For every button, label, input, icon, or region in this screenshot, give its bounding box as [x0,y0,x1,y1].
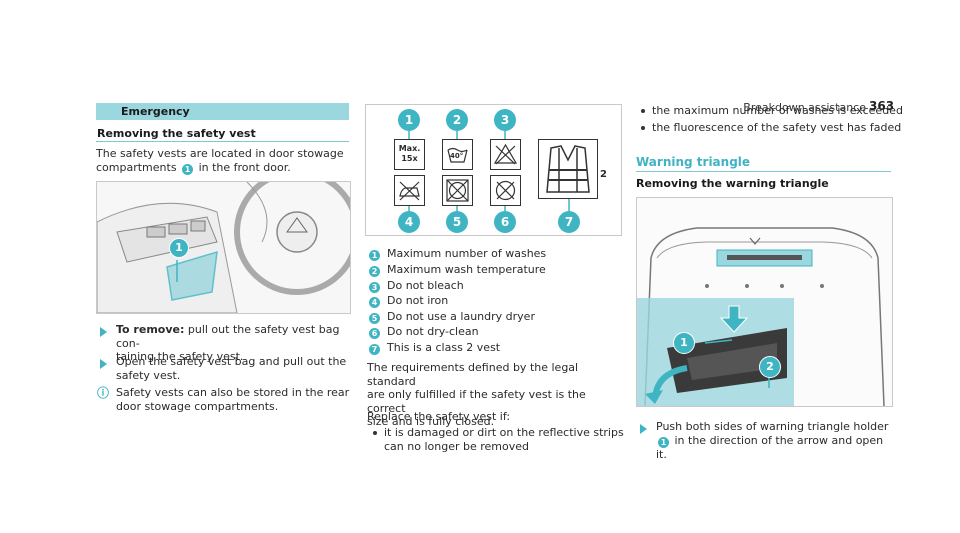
step-open-line-2: safety vest. [116,368,181,382]
note-line-1: Safety vests can also be stored in the r… [116,386,350,399]
class-2-vest-icon [538,139,598,199]
bullet-dot [373,431,377,435]
step-push-holder: Push both sides of warning triangle hold… [656,420,896,461]
step-remove: To remove: pull out the safety vest bag … [116,323,356,364]
replace-bullet-1: it is damaged or dirt on the reflective … [384,426,629,453]
legend-item: 5 Do not use a laundry dryer [367,310,535,324]
arrow-bullet-icon [100,327,107,337]
divider [96,141,349,142]
vest-icon [546,145,590,193]
care-callout: 3 [494,109,516,131]
step-line-2: 1 in the direction of the arrow and open… [656,434,896,462]
number-badge-icon: 6 [369,328,380,339]
intro-text: in the front door. [198,160,291,174]
care-callout: 1 [398,109,420,131]
arrow-bullet-icon [640,424,647,434]
number-badge-icon: 5 [369,313,380,324]
req-line: The requirements defined by the legal st… [367,361,579,388]
note-line-2: door stowage compartments. [116,399,279,413]
bullet-line: it is damaged or dirt on the reflective … [384,426,624,439]
no-dry-clean-icon [490,175,521,206]
legend-text: Do not dry-clean [387,325,479,338]
image-callout-1: 1 [169,238,189,258]
step-remove-line-1: To remove: pull out the safety vest bag … [116,323,356,350]
max-washes-icon: Max. 15x [394,139,425,170]
step-open-bag: Open the safety vest bag and pull out th… [116,355,356,382]
care-callout: 4 [398,211,420,233]
vest-class-number: 2 [600,169,607,180]
intro-line-1: The safety vests are located in door sto… [96,147,344,160]
door-stowage-illustration: 1 [96,181,351,314]
step-bold: To remove: [116,323,185,336]
trunk-illustration: 1 2 [636,197,893,407]
care-symbols-illustration: 1 2 3 Max. 15x 40° [365,104,622,236]
bullet-dot [641,126,645,130]
number-badge-icon: 1 [182,163,194,175]
intro-paragraph: The safety vests are located in door sto… [96,147,356,175]
step-text: pull out the safety vest bag con- [116,323,340,350]
legend-item: 2 Maximum wash temperature [367,263,546,277]
legend-item: 4 Do not iron [367,294,448,308]
legend-item: 6 Do not dry-clean [367,325,479,339]
subheading-removing-triangle: Removing the warning triangle [636,177,829,190]
trunk-callout-1: 1 [673,332,695,354]
max-count: 15x [401,154,418,163]
number-badge-icon: 1 [369,250,380,261]
wash-tub-icon [447,147,468,163]
replace-bullet-3: the fluorescence of the safety vest has … [652,121,902,134]
requirements-paragraph: The requirements defined by the legal st… [367,361,627,429]
number-badge-icon: 2 [369,266,380,277]
max-text: Max. [398,144,421,153]
trunk-illustration-svg [637,198,892,406]
legend-text: This is a class 2 vest [387,341,501,354]
care-callout: 6 [494,211,516,233]
subheading-removing-vest: Removing the safety vest [97,127,256,140]
legend-text: Do not bleach [387,279,464,292]
legend-item: 7 This is a class 2 vest [367,341,500,355]
step-line-1: Push both sides of warning triangle hold… [656,420,889,433]
running-header-title: Breakdown assistance [743,101,866,114]
note-paragraph: Safety vests can also be stored in the r… [116,386,356,413]
legend-text: Maximum wash temperature [387,263,546,276]
intro-text: compartments [96,160,177,174]
wash-temp-text: 40° [450,152,464,160]
section-heading-warning-triangle: Warning triangle [636,155,751,169]
number-badge-icon: 7 [369,344,380,355]
care-callout: 5 [446,211,468,233]
door-illustration-svg [97,182,350,313]
step-open-line-1: Open the safety vest bag and pull out th… [116,355,347,368]
legend-item: 1 Maximum number of washes [367,247,546,261]
legend-text: Maximum number of washes [387,247,547,260]
care-callout: 7 [558,211,580,233]
arrow-bullet-icon [100,359,107,369]
req-line: are only fulfilled if the safety vest is… [367,388,586,415]
legend-item: 3 Do not bleach [367,279,464,293]
number-badge-icon: 4 [369,297,380,308]
trunk-callout-2: 2 [759,356,781,378]
no-bleach-icon [490,139,521,170]
section-title: Emergency [121,105,190,118]
section-bar-emergency: Emergency [96,103,349,120]
replace-bullet-2: the maximum number of washes is exceeded [652,104,903,117]
wash-temperature-icon: 40° [442,139,473,170]
step-remove-line-2: taining the safety vest. [116,350,244,363]
req-line: size and is fully closed. [367,415,495,428]
legend-text: Do not iron [387,294,449,307]
info-note-icon: ⓘ [97,386,110,400]
no-iron-icon [394,175,425,206]
number-badge-icon: 3 [369,282,380,293]
bullet-line: can no longer be removed [384,439,529,453]
step-text: in the direction of the arrow and open i… [656,433,884,461]
divider [636,171,891,172]
number-badge-icon: 1 [658,436,669,448]
bullet-dot [641,109,645,113]
replace-heading: Replace the safety vest if: [367,410,511,423]
intro-line-2: compartments 1 in the front door. [96,161,356,175]
care-callout: 2 [446,109,468,131]
no-tumble-dry-icon [442,175,473,206]
legend-text: Do not use a laundry dryer [387,310,535,323]
page-number: 363 [869,99,895,113]
